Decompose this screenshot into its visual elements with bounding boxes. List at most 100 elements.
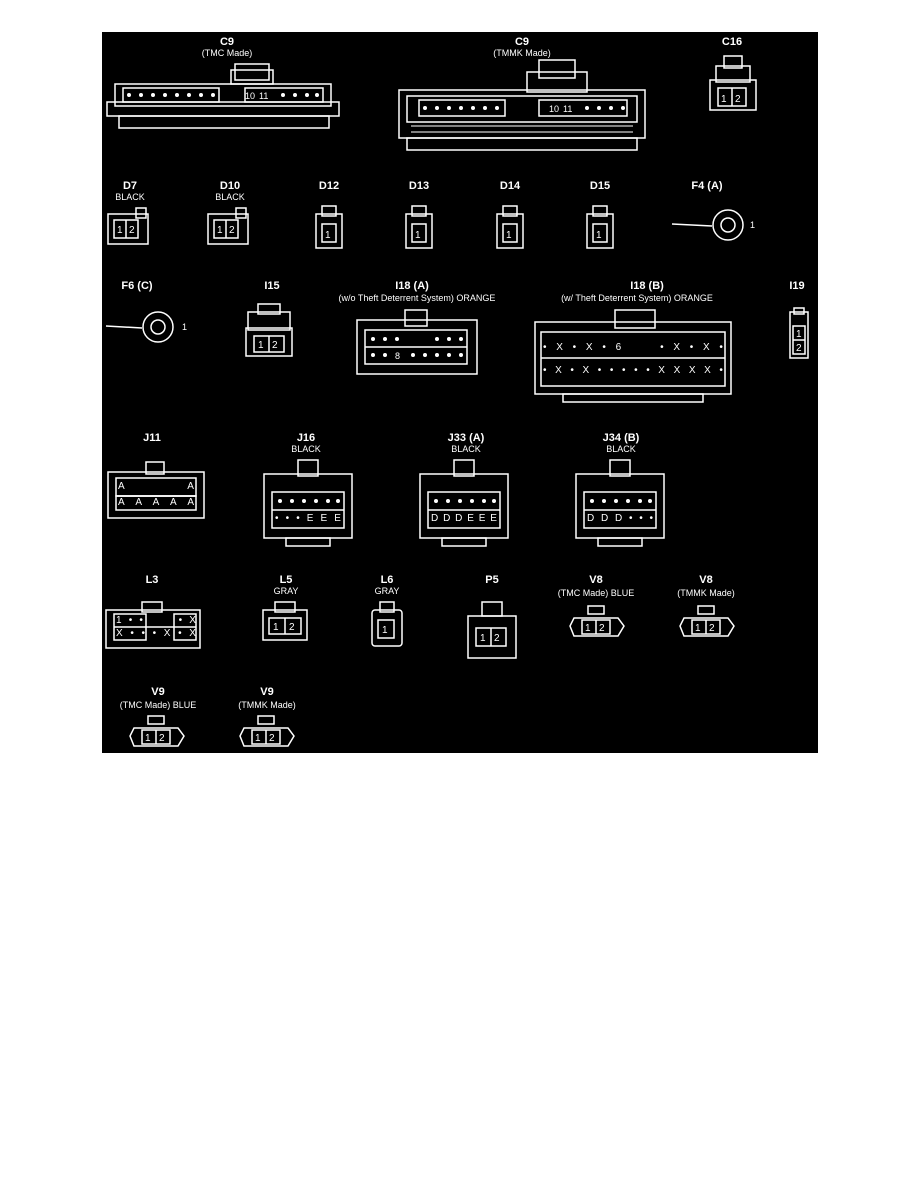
l6-connector: 1: [368, 600, 406, 650]
l3-bottom-pin: •: [141, 628, 145, 639]
c16-pin-2: 2: [735, 94, 741, 105]
c9-tmc-connector: 10 11: [105, 62, 345, 132]
c9-tmc-pin-11: 11: [259, 91, 268, 101]
d7-color: BLACK: [115, 192, 145, 202]
i18b-bottom-pin: X: [582, 365, 590, 376]
c9-tmc-pin-10: 10: [245, 91, 255, 101]
i18a-code: I18 (A): [395, 280, 429, 292]
l3-bottom-pin: •: [130, 628, 134, 639]
j33a-bottom-pin: D: [455, 513, 463, 524]
j16-bottom-pin: E: [306, 513, 314, 524]
v9-tmc-note: (TMC Made) BLUE: [119, 700, 197, 710]
j33a-bottom-pin: D: [431, 513, 439, 524]
i18b-top-pin: •: [572, 342, 577, 353]
l5-connector: 1 2: [257, 600, 315, 644]
c9-tmmk-note: (TMMK Made): [493, 48, 551, 58]
j16-bottom-pin: E: [334, 513, 341, 524]
j11-top-pin: A: [118, 481, 125, 492]
p5-pin-1: 1: [480, 633, 486, 644]
f4a-code: F4 (A): [691, 180, 723, 192]
l5-pin-2: 2: [289, 622, 295, 633]
d7-pin-2: 2: [129, 225, 135, 236]
l3-bottom-pin: X: [116, 628, 123, 639]
l6-color: GRAY: [374, 586, 400, 596]
v8-tmmk-code: V8: [699, 574, 713, 586]
p5-connector: 1 2: [466, 600, 518, 662]
i18b-bottom-pin: •: [543, 365, 547, 376]
d12-pin-1: 1: [325, 230, 331, 241]
i18b-note: (w/ Theft Deterrent System) ORANGE: [561, 293, 713, 303]
v8-tmc-code: V8: [589, 574, 603, 586]
l3-top-pin: •: [128, 615, 133, 626]
j11-bottom-pin: A: [135, 497, 142, 508]
j34b-bottom-pin: •: [639, 513, 643, 524]
i18b-bottom-pin: •: [609, 365, 614, 376]
v9-tmmk-connector: 1 2: [238, 714, 296, 750]
i18b-top-pin: •: [602, 342, 606, 353]
c9-tmc-code: C9: [219, 36, 235, 48]
i15-connector: 1 2: [242, 302, 302, 358]
j11-bottom-pin: A: [118, 497, 125, 508]
i18b-code: I18 (B): [630, 280, 664, 292]
j34b-code: J34 (B): [602, 432, 640, 444]
i18b-pin-row-top: • X • X • 6 • X • X •: [543, 341, 723, 355]
l3-top-pin: 1: [116, 615, 122, 626]
j34b-bottom-pin: D: [614, 513, 623, 524]
v9-tmmk-pin-1: 1: [255, 733, 261, 744]
l3-code: L3: [145, 574, 159, 586]
j33a-connector: D D D E E E: [414, 458, 514, 552]
i18b-bottom-pin: •: [634, 365, 638, 376]
v8-tmmk-connector: 1 2: [678, 604, 736, 640]
p5-pin-2: 2: [494, 633, 500, 644]
c9-tmc-pins: [122, 87, 324, 103]
i18b-top-pin: •: [719, 342, 723, 353]
l6-pin-1: 1: [382, 625, 388, 636]
i18b-pin-row-bottom: • X • X • • • • • X X X X •: [543, 364, 723, 378]
i18b-bottom-pin: •: [646, 365, 650, 376]
d13-code: D13: [408, 180, 430, 192]
l3-top-pin: X: [189, 615, 196, 626]
i18b-top-pin: 6: [615, 342, 622, 353]
l3-top-pin: •: [178, 615, 183, 626]
f4a-ring-terminal: 1: [670, 208, 760, 242]
d10-code: D10: [219, 180, 241, 192]
j16-bottom-pin: •: [296, 513, 300, 524]
i19-code: I19: [789, 280, 805, 292]
l3-pin-row-top: 1 • • • X: [116, 614, 196, 627]
v8-tmmk-pin-2: 2: [709, 623, 715, 634]
i18b-top-pin: X: [585, 342, 593, 353]
i18b-top-pin: X: [702, 342, 710, 353]
d7-pin-1: 1: [117, 225, 123, 236]
i18a-pin-8: 8: [395, 351, 400, 361]
d12-connector: 1: [312, 204, 346, 252]
j33a-bottom-pin: E: [467, 513, 474, 524]
f6c-code: F6 (C): [121, 280, 153, 292]
i18b-connector: • X • X • 6 • X • X • • X • X • • • • • …: [533, 308, 733, 404]
f6c-ring-terminal: 1: [104, 310, 194, 344]
l3-connector: 1 • • • X X • • • X • X: [104, 600, 202, 652]
j11-bottom-pin: A: [169, 497, 177, 508]
j11-connector: A A A A A A A: [106, 460, 206, 520]
v9-tmc-code: V9: [151, 686, 165, 698]
i18b-top-pin: •: [689, 342, 694, 353]
j11-bottom-pin: A: [152, 497, 160, 508]
i19-pin-2: 2: [796, 343, 802, 354]
v9-tmc-connector: 1 2: [128, 714, 186, 750]
j33a-code: J33 (A): [447, 432, 485, 444]
c9-tmmk-code: C9: [514, 36, 530, 48]
i18b-bottom-pin: •: [719, 365, 723, 376]
l6-code: L6: [380, 574, 394, 586]
i18b-bottom-pin: •: [597, 365, 602, 376]
d13-pin-1: 1: [415, 230, 421, 241]
j33a-bottom-pin: E: [490, 513, 497, 524]
v8-tmc-note: (TMC Made) BLUE: [557, 588, 635, 598]
i19-connector: 1 2: [788, 306, 810, 362]
c16-pin-1: 1: [721, 94, 727, 105]
j16-bottom-pin: •: [275, 513, 279, 524]
d7-code: D7: [122, 180, 138, 192]
d15-connector: 1: [583, 204, 617, 252]
i18b-top-pin: •: [660, 342, 664, 353]
c9-tmmk-pin-10: 10: [549, 104, 559, 114]
j16-bottom-pin: •: [285, 513, 290, 524]
j11-pin-row-top: A A: [118, 480, 194, 494]
